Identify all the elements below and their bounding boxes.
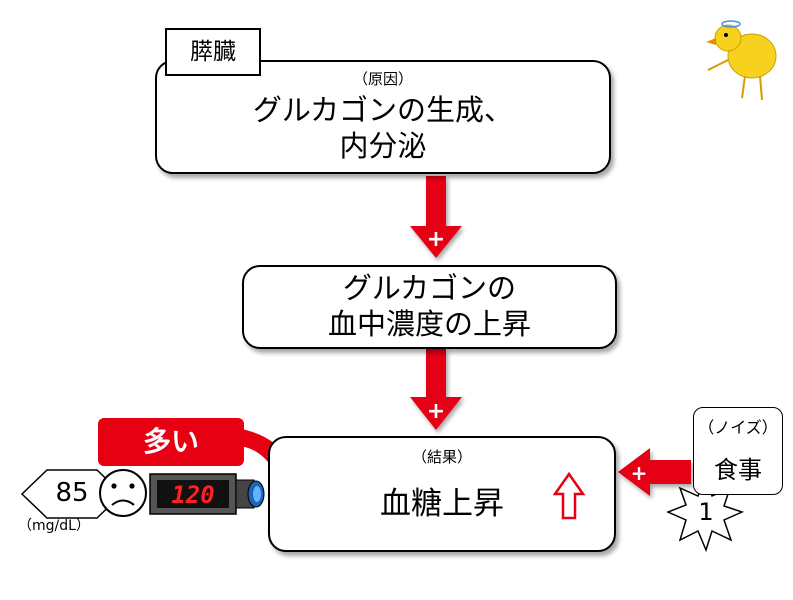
plus-sign-2: + xyxy=(427,399,445,424)
meter-display-value: 120 xyxy=(171,481,214,509)
glucagon-level-box: グルカゴンの 血中濃度の上昇 xyxy=(242,265,617,349)
result-label: （結果） xyxy=(411,448,472,466)
up-arrow-icon xyxy=(553,472,585,520)
cause-line-2: 内分泌 xyxy=(339,129,427,163)
cause-line-1: グルカゴンの生成、 xyxy=(252,93,514,127)
glucose-meter-icon xyxy=(149,473,265,515)
middle-line-2: 血中濃度の上昇 xyxy=(327,307,531,341)
chick-illustration xyxy=(706,20,777,101)
plus-sign-1: + xyxy=(427,227,445,252)
middle-line-1: グルカゴンの xyxy=(342,271,517,305)
noise-count: 1 xyxy=(698,498,714,526)
cause-box: （原因） グルカゴンの生成、 内分泌 xyxy=(155,60,611,174)
sad-face-icon xyxy=(99,469,147,517)
arrow-middle-to-result xyxy=(410,349,462,430)
result-text: 血糖上昇 xyxy=(380,486,504,522)
noise-count-star xyxy=(666,475,745,553)
noise-value: 食事 xyxy=(714,456,762,484)
cause-label: （原因） xyxy=(352,70,413,88)
arrow-cause-to-middle xyxy=(410,176,462,258)
unit-label: （mg/dL） xyxy=(18,518,90,534)
many-callout: 多い xyxy=(98,418,244,466)
noise-box: （ノイズ） 食事 xyxy=(693,407,783,495)
noise-label: （ノイズ） xyxy=(698,418,778,437)
result-box: （結果） 血糖上昇 xyxy=(268,436,616,552)
arrow-noise-to-result xyxy=(618,448,691,496)
plus-sign-3: + xyxy=(631,461,648,485)
reference-value: 85 xyxy=(55,478,89,508)
organ-label: 膵臓 xyxy=(165,28,261,76)
